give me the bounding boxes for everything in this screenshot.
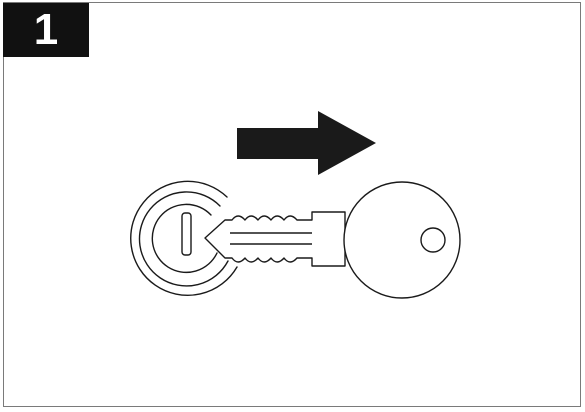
lock-cylinder-icon (130, 180, 238, 296)
step-number-badge: 1 (3, 3, 89, 57)
step-number: 1 (33, 5, 59, 54)
arrow-right-icon (237, 111, 376, 175)
instruction-panel (3, 2, 581, 407)
key-icon (204, 181, 461, 299)
